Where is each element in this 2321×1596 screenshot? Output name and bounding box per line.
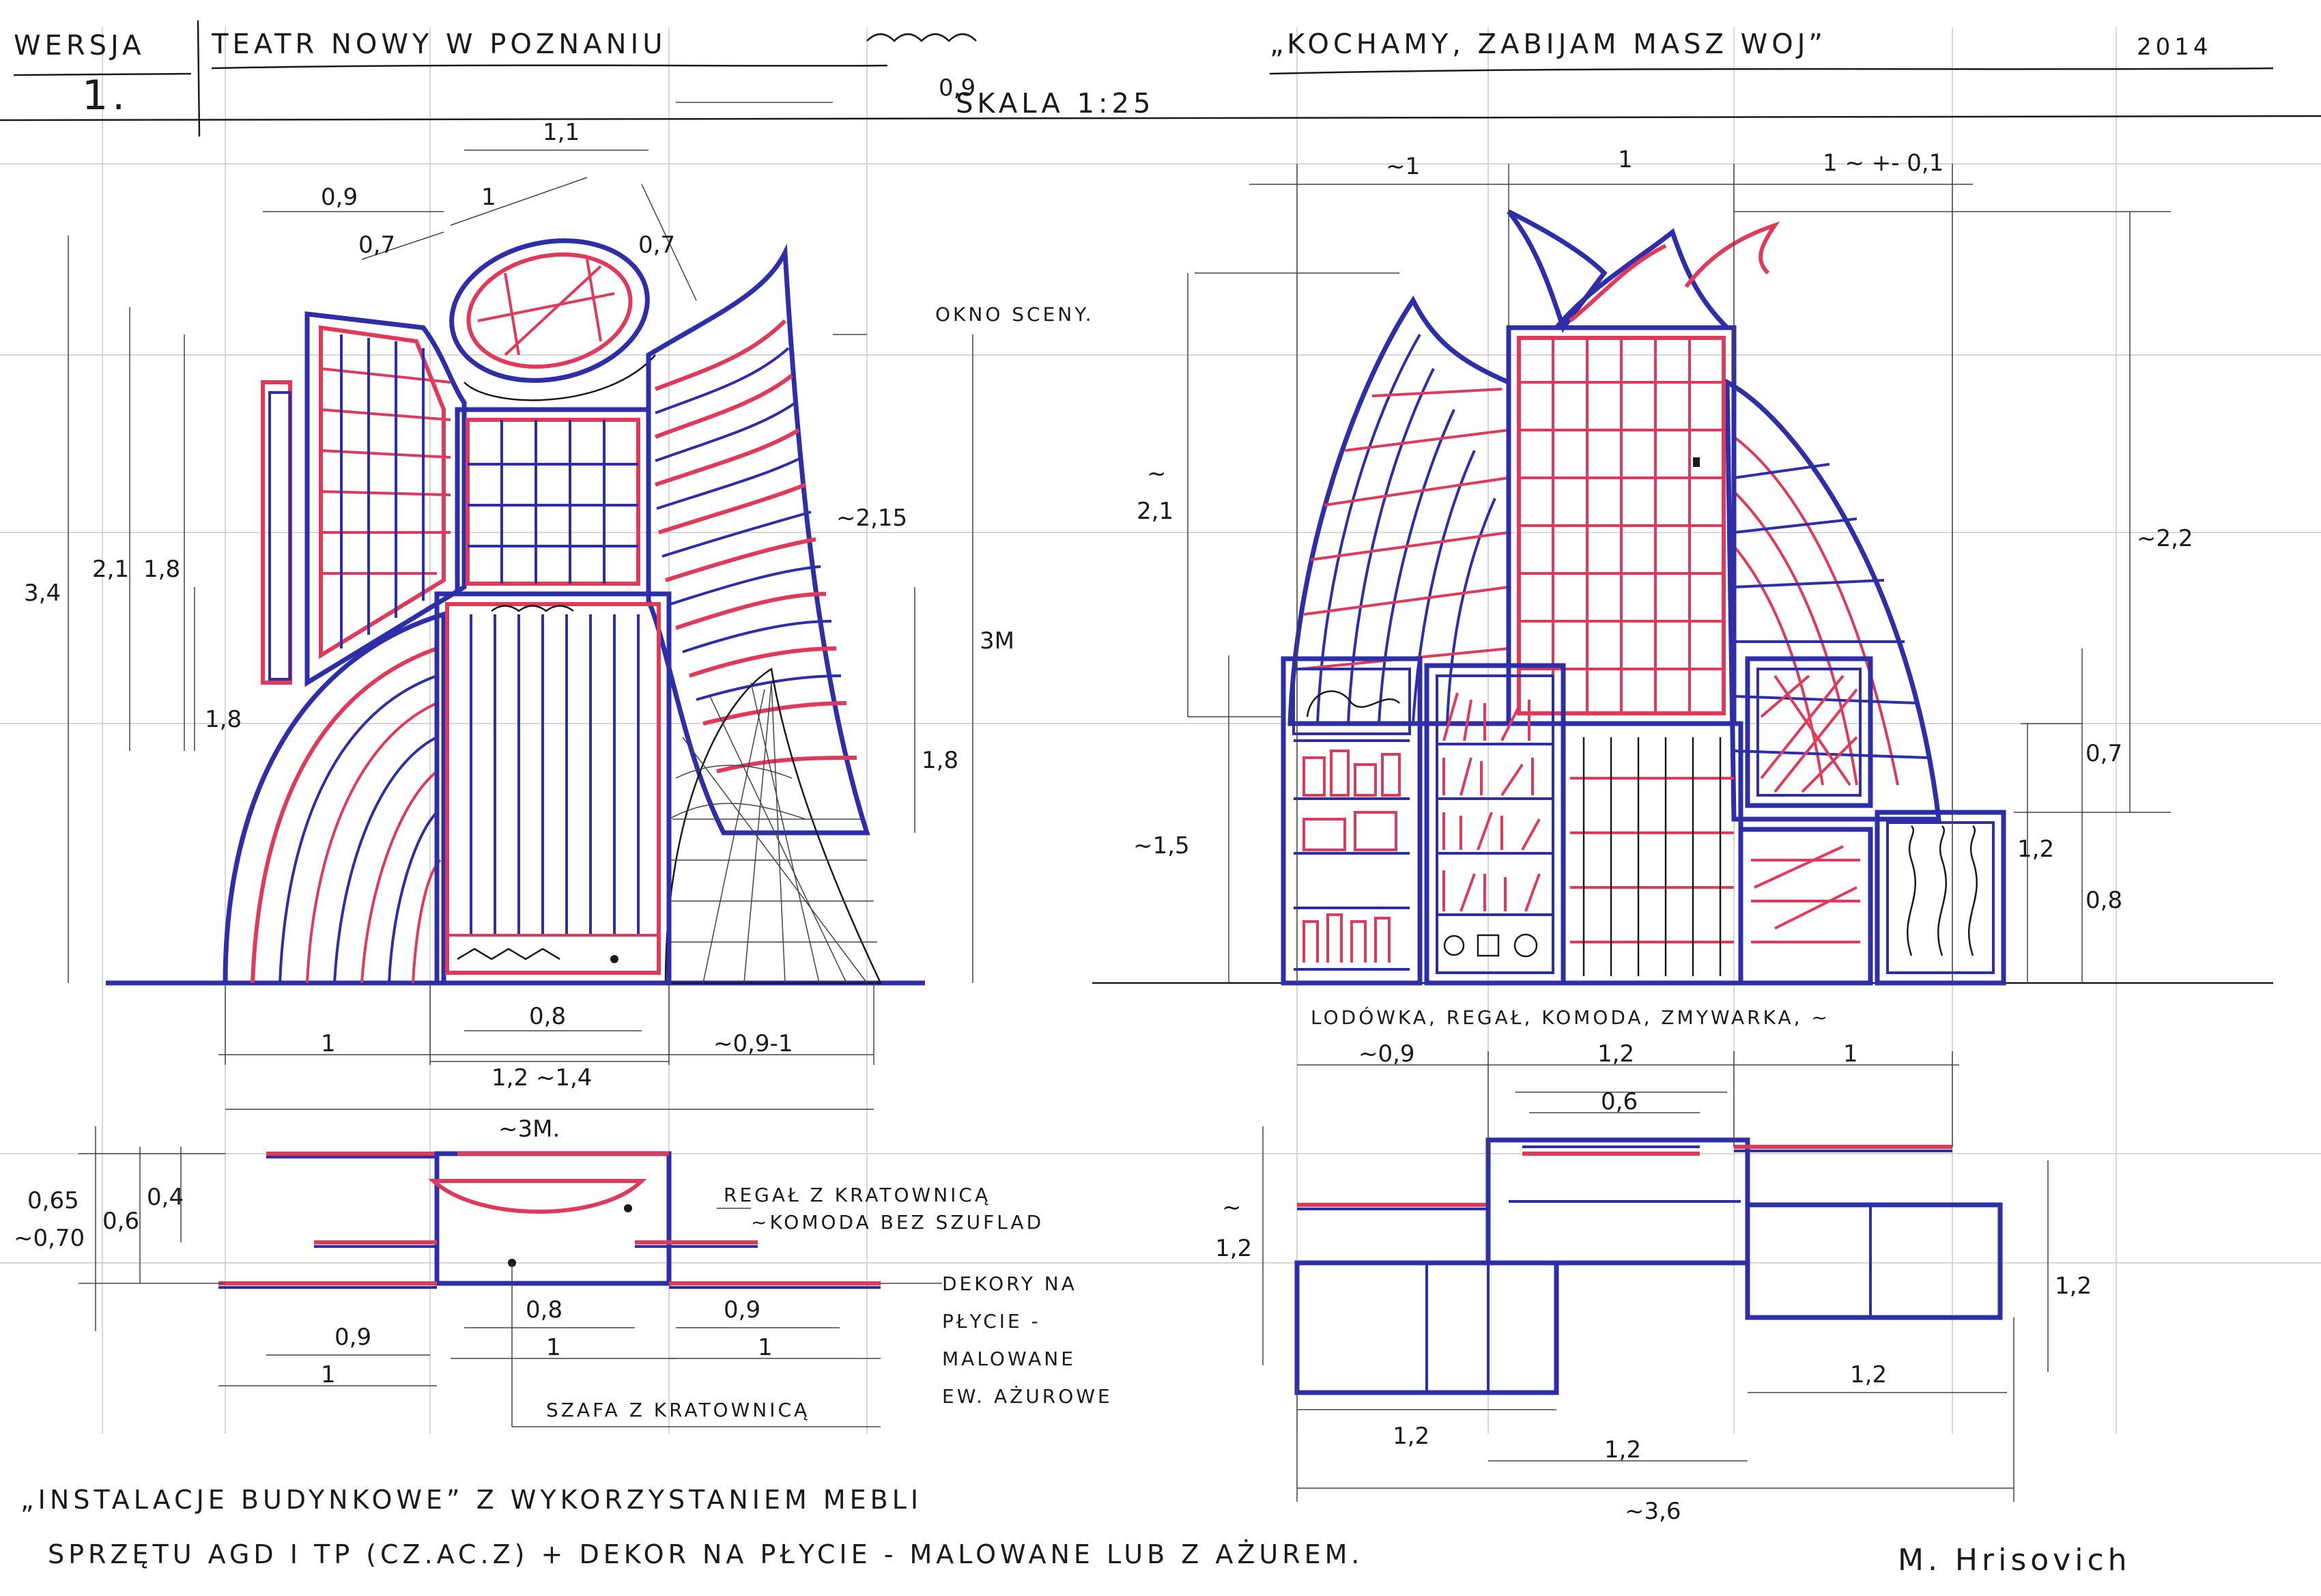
right-upper-cabinet xyxy=(1745,656,1873,808)
header: WERSJA 1. TEATR NOWY W POZNANIU SKALA 1:… xyxy=(0,20,2321,137)
dim-width-11: 1,1 xyxy=(543,119,580,146)
right-lower-cabinet xyxy=(1738,827,1873,986)
note-regal-1: REGAŁ Z KRATOWNICĄ xyxy=(724,1184,991,1206)
dim-rp-total-36: ~3,6 xyxy=(1625,1498,1681,1525)
dim-r-h-12: 1,2 xyxy=(2017,836,2054,863)
right-left-arch xyxy=(1287,296,1511,726)
left-elevation-dimensions xyxy=(68,102,973,1110)
dim-h-34: 3,4 xyxy=(24,580,61,607)
dim-04: 0,4 xyxy=(147,1184,184,1211)
version-number: 1. xyxy=(82,72,129,119)
furniture-list: LODÓWKA, REGAŁ, KOMODA, ZMYWARKA, ~ xyxy=(1311,1006,1830,1029)
version-label: WERSJA xyxy=(14,30,145,61)
dim-h-18b: 1,8 xyxy=(205,706,242,733)
footer-line-1: „INSTALACJE BUDYNKOWE” Z WYKORZYSTANIEM … xyxy=(20,1485,922,1515)
dim-rp-06: 0,6 xyxy=(1601,1088,1638,1115)
dim-r-h-21-tilde: ~ xyxy=(1147,460,1167,487)
center-wardrobe xyxy=(434,591,672,986)
dim-total-3m: ~3M. xyxy=(498,1115,560,1143)
dishwasher-flames xyxy=(1875,810,2006,986)
note-dekory-2: PŁYCIE - xyxy=(942,1310,1041,1333)
left-upper-wing xyxy=(304,311,467,687)
right-plan-walls xyxy=(1294,1137,2003,1395)
left-back-flat xyxy=(261,380,292,685)
dim-diag-07b: 0,7 xyxy=(638,231,675,259)
left-plan: 0,65 ~0,70 0,6 0,4 0,9 1 0,8 1 0,9 1 REG… xyxy=(14,1126,1113,1427)
comoda xyxy=(1561,721,1743,986)
dim-r-h-21: 2,1 xyxy=(1137,498,1173,525)
year-label: 2014 xyxy=(2137,33,2212,61)
mesh-tent xyxy=(664,667,882,984)
dim-plan-09a: 0,9 xyxy=(334,1324,371,1351)
dim-plan-08: 0,8 xyxy=(526,1296,563,1324)
dim-r-h-08: 0,8 xyxy=(2085,887,2122,914)
dim-r-top-1b: 1 xyxy=(1618,146,1633,173)
dim-plan-1c: 1 xyxy=(758,1334,773,1361)
right-plan-dimensions xyxy=(1262,1051,2049,1502)
dim-plan-1a: 1 xyxy=(321,1361,336,1388)
dim-r-h-07: 0,7 xyxy=(2085,740,2122,767)
dim-bottom-12-14: 1,2 ~1,4 xyxy=(492,1064,592,1092)
dim-plan-09b: 0,9 xyxy=(724,1296,760,1324)
right-striped-wing xyxy=(646,243,870,836)
dim-rp-1: 1 xyxy=(1843,1040,1858,1068)
dim-rp-h12a-tilde: ~ xyxy=(1222,1194,1242,1221)
theatre-name: TEATR NOWY W POZNANIU xyxy=(211,29,667,60)
dim-r-h-22: ~2,2 xyxy=(2137,525,2193,552)
dim-h-215: ~2,15 xyxy=(836,504,907,532)
signature: M. Hrisovich xyxy=(1898,1543,2131,1578)
dim-rp-12c: 1,2 xyxy=(1393,1423,1429,1450)
dim-r-h-15: ~1,5 xyxy=(1133,832,1190,859)
dim-top-09: 0,9 xyxy=(939,74,976,102)
tall-door xyxy=(1506,325,1737,726)
top-horns xyxy=(1507,209,1780,333)
bookshelf xyxy=(1424,663,1566,986)
dim-rp-12a: 1,2 xyxy=(1597,1040,1634,1068)
dim-070: ~0,70 xyxy=(14,1225,85,1252)
dim-bottom-08: 0,8 xyxy=(529,1003,566,1030)
right-elevation: ~1 1 1 ~ +- 0,1 ~ 2,1 ~2,2 ~1,5 0,7 1,2 … xyxy=(1092,146,2273,1029)
dim-r-top-1a: ~1 xyxy=(1386,153,1420,180)
dim-h-21: 2,1 xyxy=(92,556,129,583)
play-title: „KOCHAMY, ZABIJAM MASZ WOJ” xyxy=(1270,29,1827,60)
dim-rp-h12a: 1,2 xyxy=(1215,1235,1252,1262)
note-dekory-3: MALOWANE xyxy=(942,1348,1076,1370)
left-elevation: 0,9 1,1 1 0,9 0,7 0,7 3,4 2,1 1,8 1,8 ~2… xyxy=(24,74,1094,1143)
note-szafa: SZAFA Z KRATOWNICĄ xyxy=(546,1399,810,1421)
dim-h-18a: 1,8 xyxy=(143,556,180,583)
dim-rp-h12b: 1,2 xyxy=(2055,1272,2092,1300)
dim-h-3m: 3M xyxy=(980,627,1014,655)
dim-rp-09: ~0,9 xyxy=(1358,1040,1415,1068)
dim-h-18c: 1,8 xyxy=(922,747,958,774)
footer-line-2: SPRZĘTU AGD I TP (CZ.AC.Z) + DEKOR NA PŁ… xyxy=(48,1539,1363,1569)
scale-label: SKALA 1:25 xyxy=(956,88,1154,119)
note-dekory-4: EW. AŻUROWE xyxy=(942,1385,1113,1408)
dim-06: 0,6 xyxy=(102,1208,139,1235)
note-dekory-1: DEKORY NA xyxy=(942,1272,1077,1295)
right-right-arch xyxy=(1724,378,1941,822)
construction-grid xyxy=(0,27,2321,1434)
footer-notes: „INSTALACJE BUDYNKOWE” Z WYKORZYSTANIEM … xyxy=(20,1485,2131,1578)
dim-diag-07a: 0,7 xyxy=(358,231,395,259)
dim-bottom-09-1: ~0,9-1 xyxy=(713,1030,793,1057)
tn-oval-sign xyxy=(449,238,656,401)
center-upper-cabinet xyxy=(455,407,651,597)
right-elevation-dimensions xyxy=(1187,164,2171,983)
right-plan: ~0,9 1,2 1 0,6 ~ 1,2 1,2 1,2 1,2 1,2 ~3,… xyxy=(1215,1040,2092,1525)
note-regal-2: ~KOMODA BEZ SZUFLAD xyxy=(751,1211,1044,1234)
left-plan-dimensions xyxy=(79,1126,942,1427)
fridge xyxy=(1281,656,1423,986)
dim-r-top-1c: 1 ~ +- 0,1 xyxy=(1823,149,1943,177)
dim-diag-1: 1 xyxy=(481,184,496,211)
dim-plan-1b: 1 xyxy=(546,1334,561,1361)
dim-rp-12b: 1,2 xyxy=(1850,1361,1887,1388)
dim-rp-12d: 1,2 xyxy=(1604,1436,1641,1464)
label-okno-sceny: OKNO SCENY. xyxy=(935,303,1094,326)
left-front-arch xyxy=(223,611,446,986)
dim-065: 0,65 xyxy=(27,1187,79,1214)
plan-walls xyxy=(218,1151,881,1289)
dim-diag-09: 0,9 xyxy=(321,184,358,211)
dim-bottom-1: 1 xyxy=(321,1030,336,1057)
